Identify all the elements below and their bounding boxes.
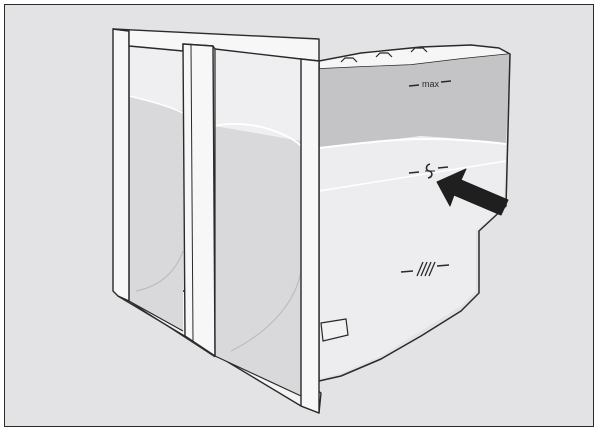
left-chamber-sweep bbox=[135, 250, 184, 292]
max-label: max bbox=[422, 79, 440, 89]
illustration-frame: max bbox=[4, 4, 594, 427]
left-chamber-wall bbox=[129, 46, 183, 331]
lid-notch-right bbox=[410, 47, 428, 53]
descale-dash-left bbox=[408, 171, 420, 174]
divider-left-post bbox=[112, 28, 130, 302]
water-surface bbox=[318, 138, 507, 149]
lid-notch-middle bbox=[375, 52, 393, 58]
water-tank-illustration: max bbox=[112, 28, 511, 414]
tank-handle bbox=[320, 318, 349, 342]
steam-dash-right bbox=[436, 264, 450, 267]
tank-upper-region bbox=[319, 54, 510, 148]
right-chamber-curve bbox=[214, 123, 302, 147]
left-chamber-outline bbox=[128, 46, 184, 332]
left-chamber-upper bbox=[129, 46, 183, 111]
right-chamber-outline bbox=[214, 49, 302, 397]
max-dash-left bbox=[408, 84, 420, 87]
right-chamber-upper bbox=[215, 49, 301, 141]
base-inner-edge bbox=[128, 300, 216, 358]
tank-right-edge bbox=[318, 53, 511, 382]
descale-dash-right bbox=[437, 166, 449, 169]
divider-center-post bbox=[182, 43, 216, 357]
lid-notch-left bbox=[340, 57, 358, 63]
divider-right-post bbox=[300, 58, 320, 414]
left-chamber-water-line bbox=[128, 95, 184, 114]
center-post-edge bbox=[190, 44, 194, 342]
steam-dash-left bbox=[400, 270, 414, 273]
level-line bbox=[318, 160, 507, 192]
right-chamber-sweep bbox=[230, 270, 302, 352]
pointer-arrow-icon bbox=[436, 168, 509, 216]
max-dash-right bbox=[440, 80, 452, 83]
steam-symbol-icon bbox=[416, 261, 436, 277]
descale-symbol-icon bbox=[425, 163, 435, 179]
